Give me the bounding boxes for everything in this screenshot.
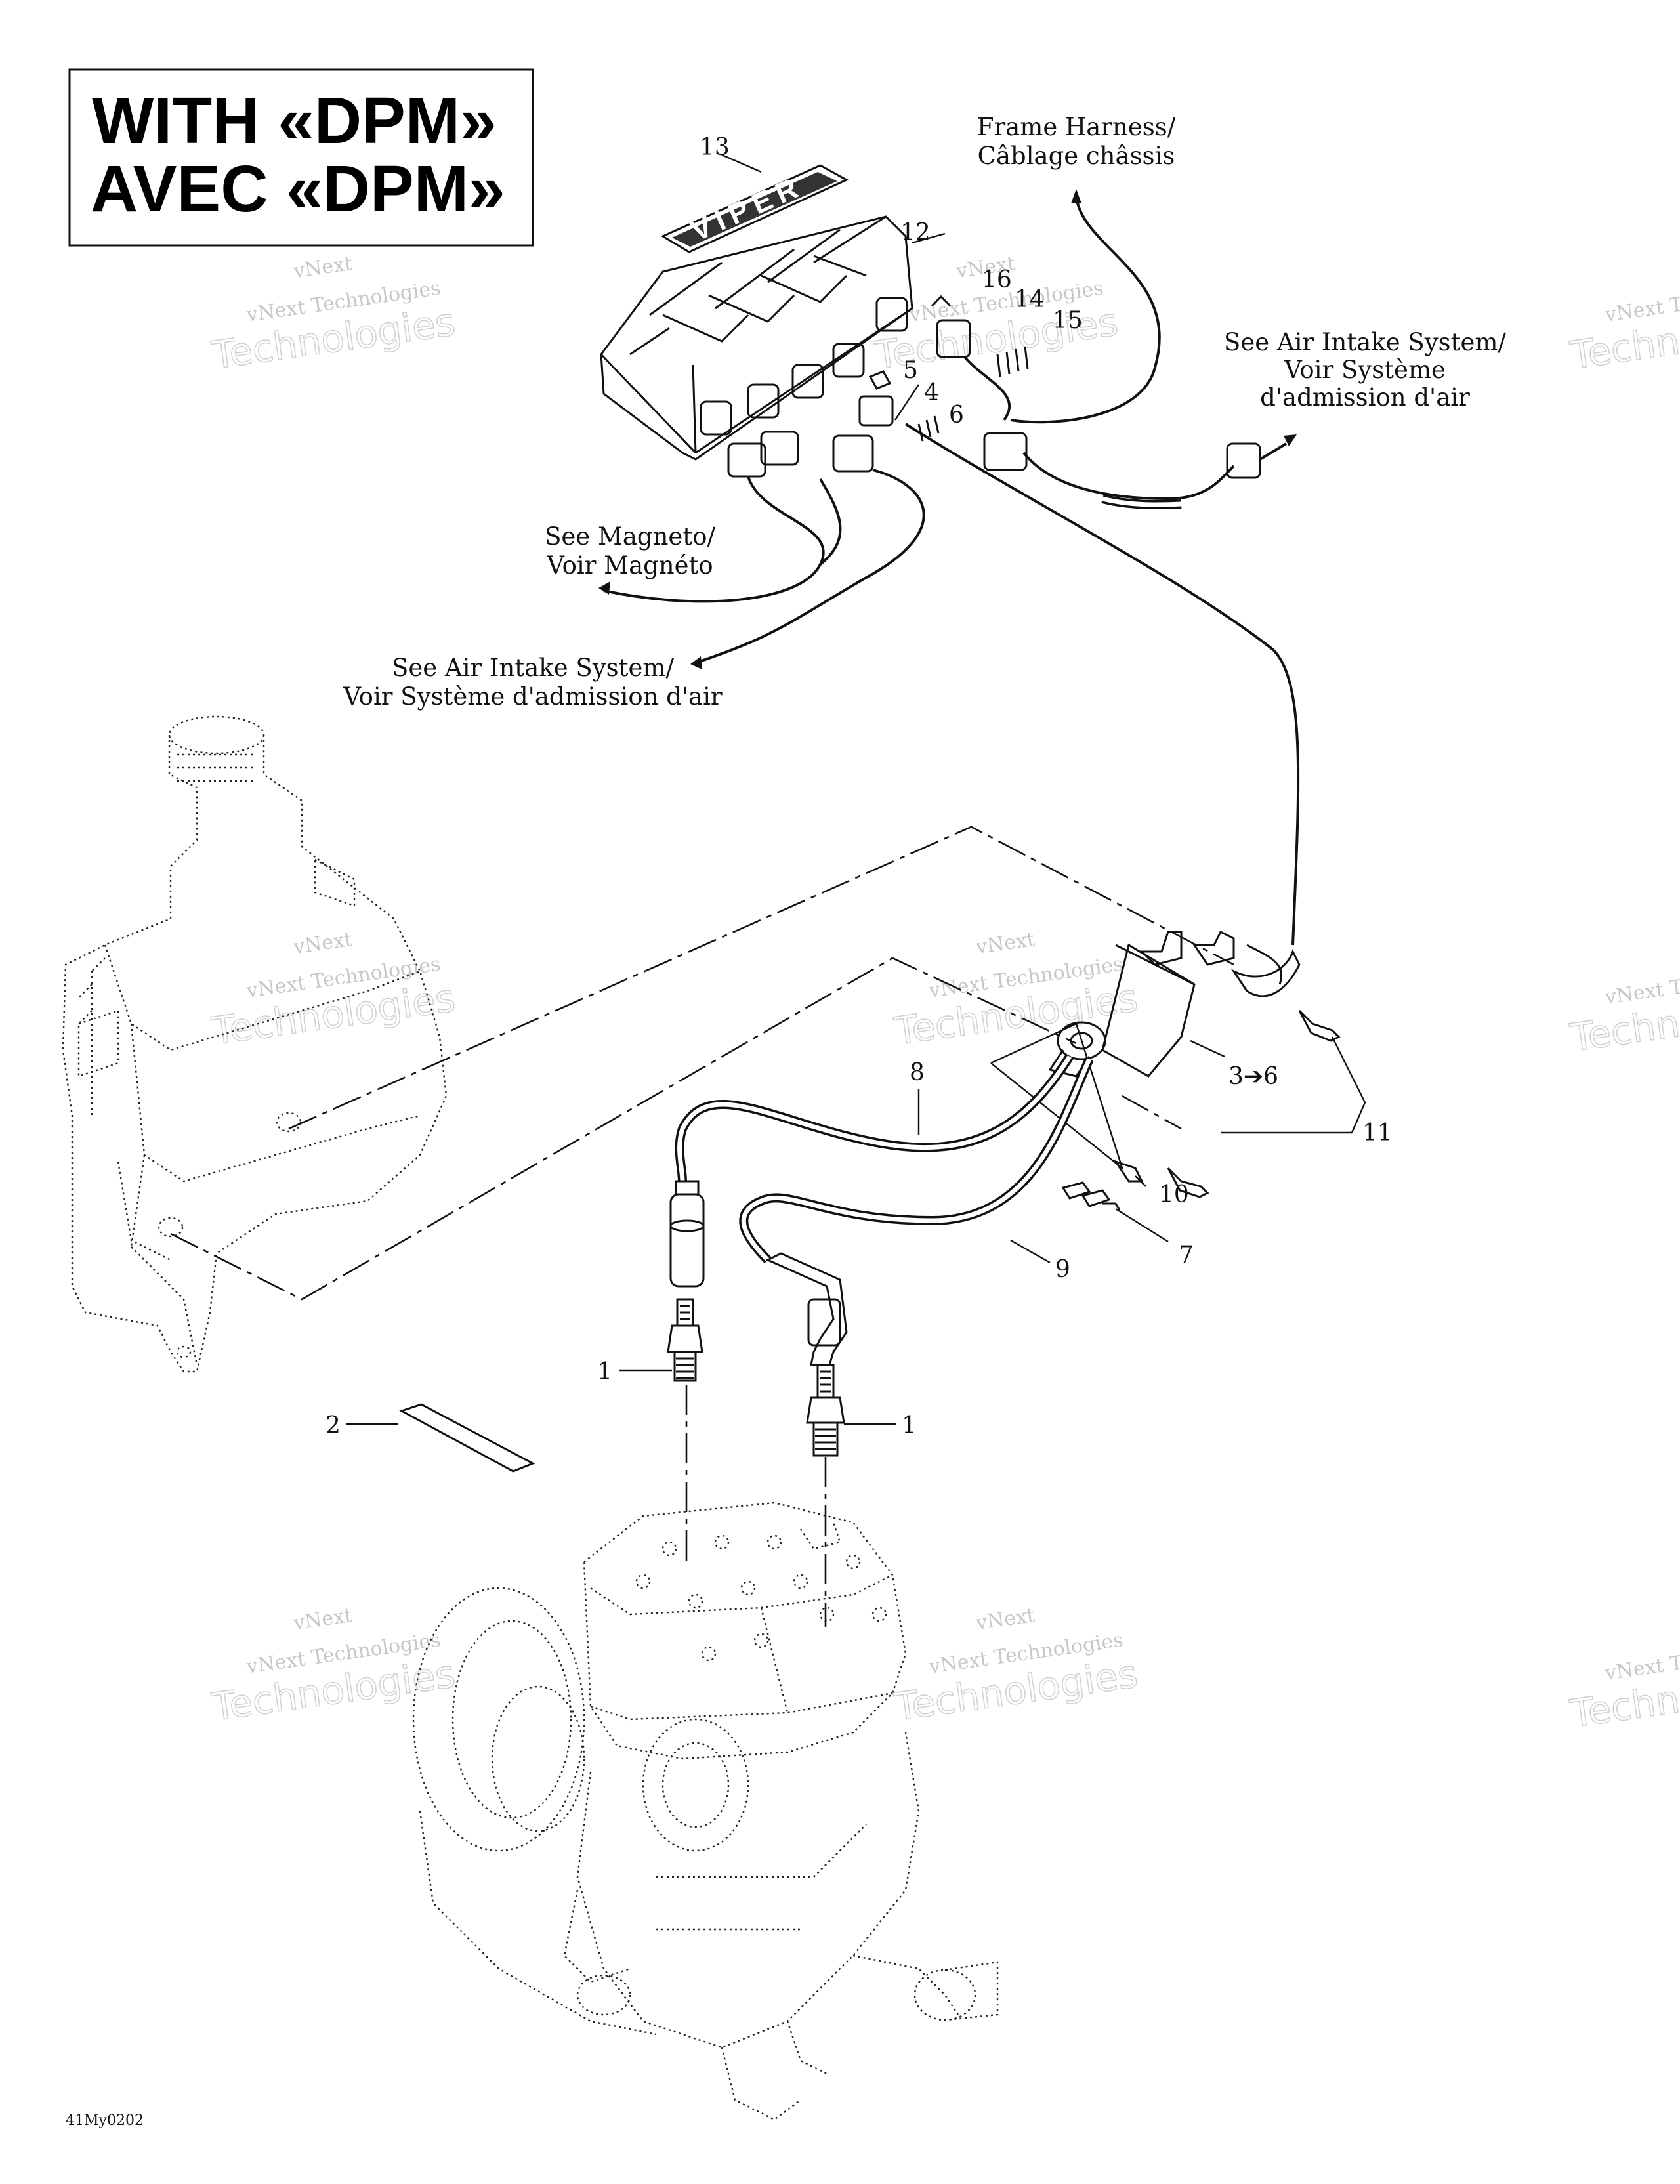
callout-9: 9 <box>1055 1256 1070 1283</box>
callout-5: 5 <box>903 357 918 384</box>
coil-bracket-lines <box>990 1022 1144 1183</box>
callout-16: 16 <box>982 266 1012 293</box>
callout-leaders <box>346 384 1366 1425</box>
callout-12: 12 <box>900 219 931 246</box>
callout-13: 13 <box>700 134 730 161</box>
svg-text:vNext: vNext <box>291 928 354 959</box>
ecu-module-part-12 <box>600 215 946 461</box>
label-part-2 <box>399 1403 536 1473</box>
svg-text:vNext: vNext <box>291 252 354 283</box>
callout-2: 2 <box>326 1412 341 1439</box>
center-lines <box>170 826 1234 1628</box>
oil-tank-outline <box>62 715 448 1373</box>
title-line-2: AVEC «DPM» <box>91 152 505 226</box>
figure-code: 41My0202 <box>66 2112 144 2129</box>
note-magneto-1: See Magneto/ <box>545 522 715 551</box>
note-magneto-2: Voir Magnéto <box>546 551 713 579</box>
wiring-harness <box>598 189 1300 946</box>
high-tension-cables <box>675 1054 1094 1263</box>
note-air-intake-right-3: d'admission d'air <box>1260 383 1470 411</box>
watermarks: vNext vNext Technologies Technologies vN… <box>209 252 1680 1736</box>
callout-11: 11 <box>1362 1120 1393 1146</box>
note-air-intake-right-1: See Air Intake System/ <box>1224 328 1506 356</box>
callout-3-6: 3➔6 <box>1228 1063 1278 1090</box>
spark-plug-right <box>806 1364 845 1457</box>
callout-1-left: 1 <box>597 1358 612 1385</box>
note-air-intake-right-2: Voir Système <box>1284 356 1446 384</box>
callout-10: 10 <box>1159 1181 1189 1208</box>
callout-4: 4 <box>924 379 939 406</box>
spark-plug-left <box>667 1298 704 1382</box>
decal-part-13: VIPER <box>660 154 849 253</box>
callout-8: 8 <box>910 1059 925 1086</box>
ecu-connectors <box>727 295 1261 479</box>
callout-7: 7 <box>1179 1242 1194 1269</box>
callout-6: 6 <box>949 402 964 429</box>
callouts: 13 12 16 14 15 5 4 6 8 3➔6 11 10 7 9 1 1… <box>326 134 1393 1439</box>
reference-notes: Frame Harness/ Câblage châssis See Air I… <box>343 113 1506 711</box>
title-line-1: WITH «DPM» <box>92 84 497 158</box>
callout-15: 15 <box>1053 307 1083 334</box>
callout-14: 14 <box>1015 286 1045 313</box>
terminal-part-7 <box>1061 1181 1121 1211</box>
svg-text:vNext: vNext <box>974 928 1036 959</box>
note-frame-harness-1: Frame Harness/ <box>977 113 1176 141</box>
decal-text: VIPER <box>686 169 808 247</box>
callout-1-right: 1 <box>902 1412 917 1439</box>
title-box: WITH «DPM» AVEC «DPM» <box>68 68 534 247</box>
note-air-intake-left-1: See Air Intake System/ <box>392 654 674 682</box>
svg-text:vNext: vNext <box>974 1604 1036 1635</box>
svg-text:vNext: vNext <box>291 1604 354 1635</box>
engine-outline <box>412 1502 999 2121</box>
ignition-coil-assembly <box>1048 930 1341 1198</box>
note-frame-harness-2: Câblage châssis <box>978 142 1175 170</box>
note-air-intake-left-2: Voir Système d'admission d'air <box>343 682 723 711</box>
